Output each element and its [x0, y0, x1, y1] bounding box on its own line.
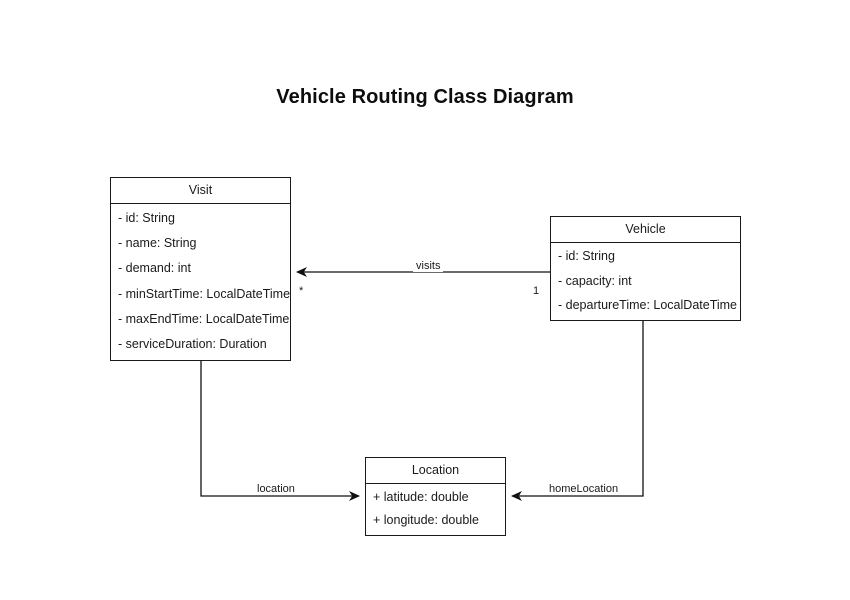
- class-attribute: - id: String: [558, 249, 615, 264]
- edge-label-location: location: [254, 483, 298, 496]
- class-attribute: - maxEndTime: LocalDateTime: [118, 312, 290, 327]
- class-name-location: Location: [366, 458, 505, 484]
- class-attribute: + longitude: double: [373, 513, 479, 528]
- edge-label-home-location: homeLocation: [546, 483, 622, 496]
- class-attribute: - serviceDuration: Duration: [118, 337, 267, 352]
- multiplicity-visit: *: [299, 285, 304, 297]
- class-box-vehicle[interactable]: Vehicle - id: String - capacity: int - d…: [550, 216, 741, 321]
- edge-home-location: [511, 321, 644, 501]
- class-attributes-vehicle: - id: String - capacity: int - departure…: [551, 243, 740, 320]
- class-attribute: - capacity: int: [558, 273, 632, 288]
- class-box-location[interactable]: Location + latitude: double + longitude:…: [365, 457, 506, 536]
- class-name-vehicle: Vehicle: [551, 217, 740, 243]
- class-attribute: - minStartTime: LocalDateTime: [118, 286, 291, 301]
- edge-label-visits: visits: [413, 260, 444, 273]
- class-attributes-location: + latitude: double + longitude: double: [366, 484, 505, 535]
- class-attributes-visit: - id: String - name: String - demand: in…: [111, 204, 290, 360]
- class-name-visit: Visit: [111, 178, 290, 204]
- class-attribute: + latitude: double: [373, 489, 469, 504]
- multiplicity-vehicle: 1: [533, 285, 540, 297]
- class-attribute: - name: String: [118, 236, 197, 251]
- class-attribute: - departureTime: LocalDateTime: [558, 297, 738, 312]
- class-box-visit[interactable]: Visit - id: String - name: String - dema…: [110, 177, 291, 361]
- edge-location: [200, 361, 360, 501]
- class-attribute: - demand: int: [118, 261, 191, 276]
- page-title: Vehicle Routing Class Diagram: [276, 86, 574, 108]
- class-attribute: - id: String: [118, 210, 175, 225]
